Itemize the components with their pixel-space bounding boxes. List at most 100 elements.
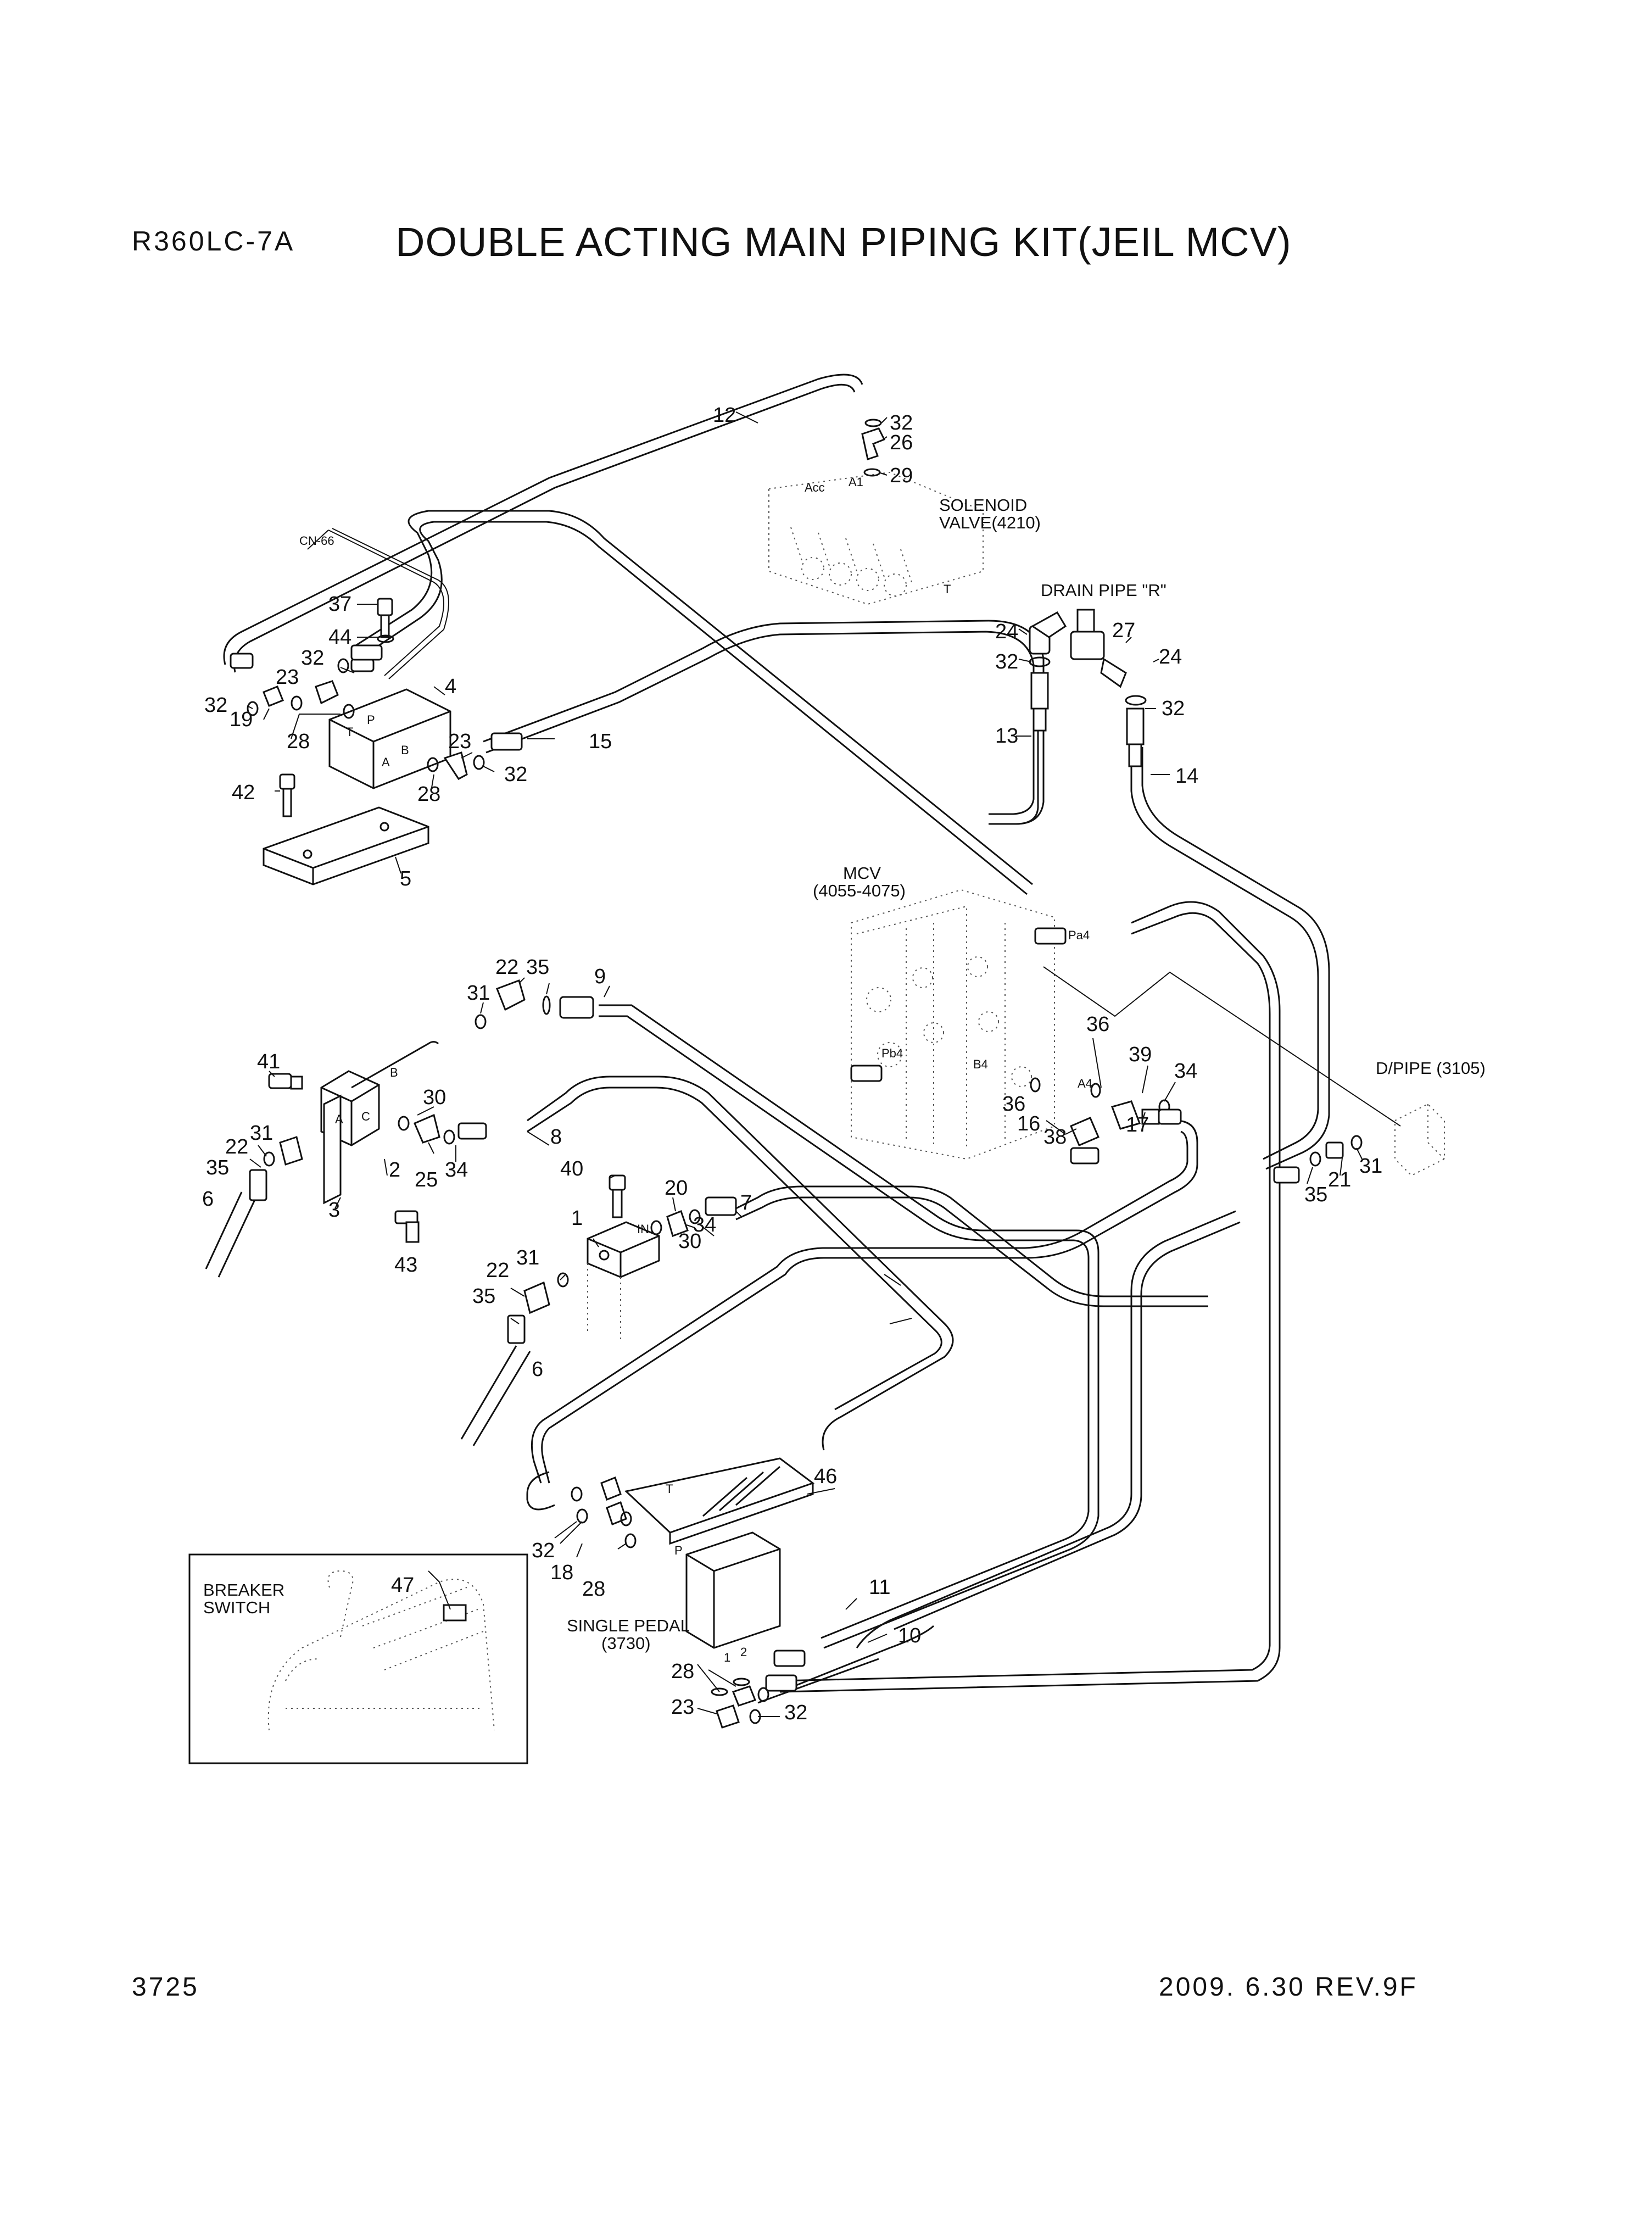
solenoid-valve: A1 Acc T [768, 471, 984, 605]
callout-31: 31 [250, 1122, 273, 1145]
callout-8: 8 [550, 1126, 562, 1149]
callout-22: 22 [486, 1259, 509, 1282]
callout-30: 30 [423, 1086, 446, 1109]
block-4: P T A B [328, 688, 451, 789]
callout-23: 23 [448, 730, 471, 753]
block-1: IN [587, 1221, 660, 1343]
callout-1: 1 [571, 1207, 583, 1230]
callout-44: 44 [328, 626, 351, 649]
callout-15: 15 [589, 730, 612, 753]
callout-17: 17 [1126, 1113, 1149, 1136]
solenoid-label-1: SOLENOID [939, 495, 1027, 515]
hose-routing [205, 374, 1330, 1704]
callout-12: 12 [713, 404, 736, 427]
callout-38: 38 [1043, 1126, 1067, 1149]
callout-30: 30 [678, 1230, 701, 1253]
callout-3: 3 [328, 1199, 340, 1222]
port-a1: A1 [849, 475, 863, 489]
callout-11: 11 [869, 1576, 890, 1599]
page-number: 3725 [132, 1973, 199, 2002]
callout-16: 16 [1017, 1112, 1040, 1135]
block4-port-a: A [382, 755, 390, 769]
leader-lines [247, 411, 1363, 1717]
block1-port-in: IN [637, 1222, 649, 1236]
callout-32: 32 [532, 1539, 555, 1562]
callout-32: 32 [301, 647, 324, 670]
callout-4: 4 [445, 675, 456, 698]
mcv-label-2: (4055-4075) [813, 881, 906, 900]
block-2-3: A C B [320, 1041, 439, 1205]
callout-31: 31 [516, 1246, 539, 1269]
port-b4: B4 [973, 1057, 988, 1071]
diagram-labels: SOLENOID VALVE(4210) DRAIN PIPE "R" MCV … [203, 495, 1486, 1653]
callout-25: 25 [415, 1168, 438, 1191]
plate-5 [263, 806, 429, 885]
callout-18: 18 [550, 1561, 573, 1584]
callout-27: 27 [1112, 619, 1135, 642]
breaker-label-2: SWITCH [203, 1598, 270, 1617]
callout-36: 36 [1086, 1013, 1109, 1036]
block2-port-a: A [335, 1112, 343, 1126]
port-pb4: Pb4 [881, 1046, 903, 1060]
callout-40: 40 [560, 1157, 583, 1180]
callout-28: 28 [417, 783, 440, 806]
solenoid-port-t: T [944, 582, 951, 596]
pedal-port-1: 1 [724, 1651, 730, 1664]
callout-36: 36 [1002, 1093, 1025, 1116]
callout-28: 28 [287, 730, 310, 753]
page-title: DOUBLE ACTING MAIN PIPING KIT(JEIL MCV) [395, 219, 1292, 265]
callout-35: 35 [206, 1156, 229, 1179]
model-code: R360LC-7A [132, 226, 295, 257]
callout-32: 32 [890, 411, 913, 434]
breaker-label-1: BREAKER [203, 1580, 284, 1600]
callout-46: 46 [814, 1465, 837, 1488]
block4-port-p: P [367, 713, 375, 727]
block4-port-t: T [346, 725, 353, 739]
callout-19: 19 [230, 708, 253, 731]
single-pedal-label-2: (3730) [601, 1634, 651, 1653]
connector-label: CN-66 [299, 534, 334, 548]
dpipe-assembly [1394, 1103, 1445, 1177]
single-pedal-label-1: SINGLE PEDAL [567, 1616, 690, 1635]
callout-34: 34 [445, 1158, 468, 1182]
callout-39: 39 [1129, 1043, 1152, 1066]
callout-35: 35 [472, 1285, 495, 1308]
callout-22: 22 [225, 1135, 248, 1158]
callout-6: 6 [202, 1188, 214, 1211]
callout-23: 23 [671, 1696, 694, 1719]
callout-32: 32 [1162, 697, 1185, 720]
mcv-block: Pa4 Pb4 B4 A4 [851, 889, 1401, 1160]
port-acc: Acc [805, 481, 825, 494]
pedal-port-2: 2 [740, 1645, 747, 1659]
block2-port-c: C [361, 1110, 370, 1123]
callout-5: 5 [400, 867, 411, 890]
pedal-port-p: P [674, 1544, 683, 1557]
callout-29: 29 [890, 464, 913, 487]
callout-32: 32 [784, 1701, 807, 1724]
callout-42: 42 [232, 781, 255, 804]
callout-26: 26 [890, 431, 913, 454]
dpipe-label: D/PIPE (3105) [1376, 1058, 1486, 1078]
callout-14: 14 [1175, 765, 1198, 788]
callout-34: 34 [693, 1213, 716, 1236]
callout-21: 21 [1328, 1168, 1351, 1191]
callout-47: 47 [391, 1574, 414, 1597]
callout-2: 2 [389, 1158, 400, 1182]
callout-20: 20 [665, 1177, 688, 1200]
callout-34: 34 [1174, 1060, 1197, 1083]
drain-pipe-fittings [1029, 609, 1147, 767]
breaker-switch-inset [188, 1553, 528, 1764]
single-pedal: T P 1 2 [624, 1457, 815, 1664]
solenoid-label-2: VALVE(4210) [939, 513, 1041, 532]
revision-date: 2009. 6.30 REV.9F [1159, 1973, 1418, 2002]
callout-35: 35 [1304, 1183, 1327, 1206]
block4-port-b: B [401, 743, 409, 757]
callout-24: 24 [995, 620, 1018, 643]
callout-32: 32 [995, 650, 1018, 673]
callout-28: 28 [582, 1578, 605, 1601]
port-a4: A4 [1078, 1077, 1092, 1090]
block2-port-b: B [390, 1066, 398, 1079]
callout-31: 31 [467, 982, 490, 1005]
mcv-label-1: MCV [843, 863, 881, 883]
